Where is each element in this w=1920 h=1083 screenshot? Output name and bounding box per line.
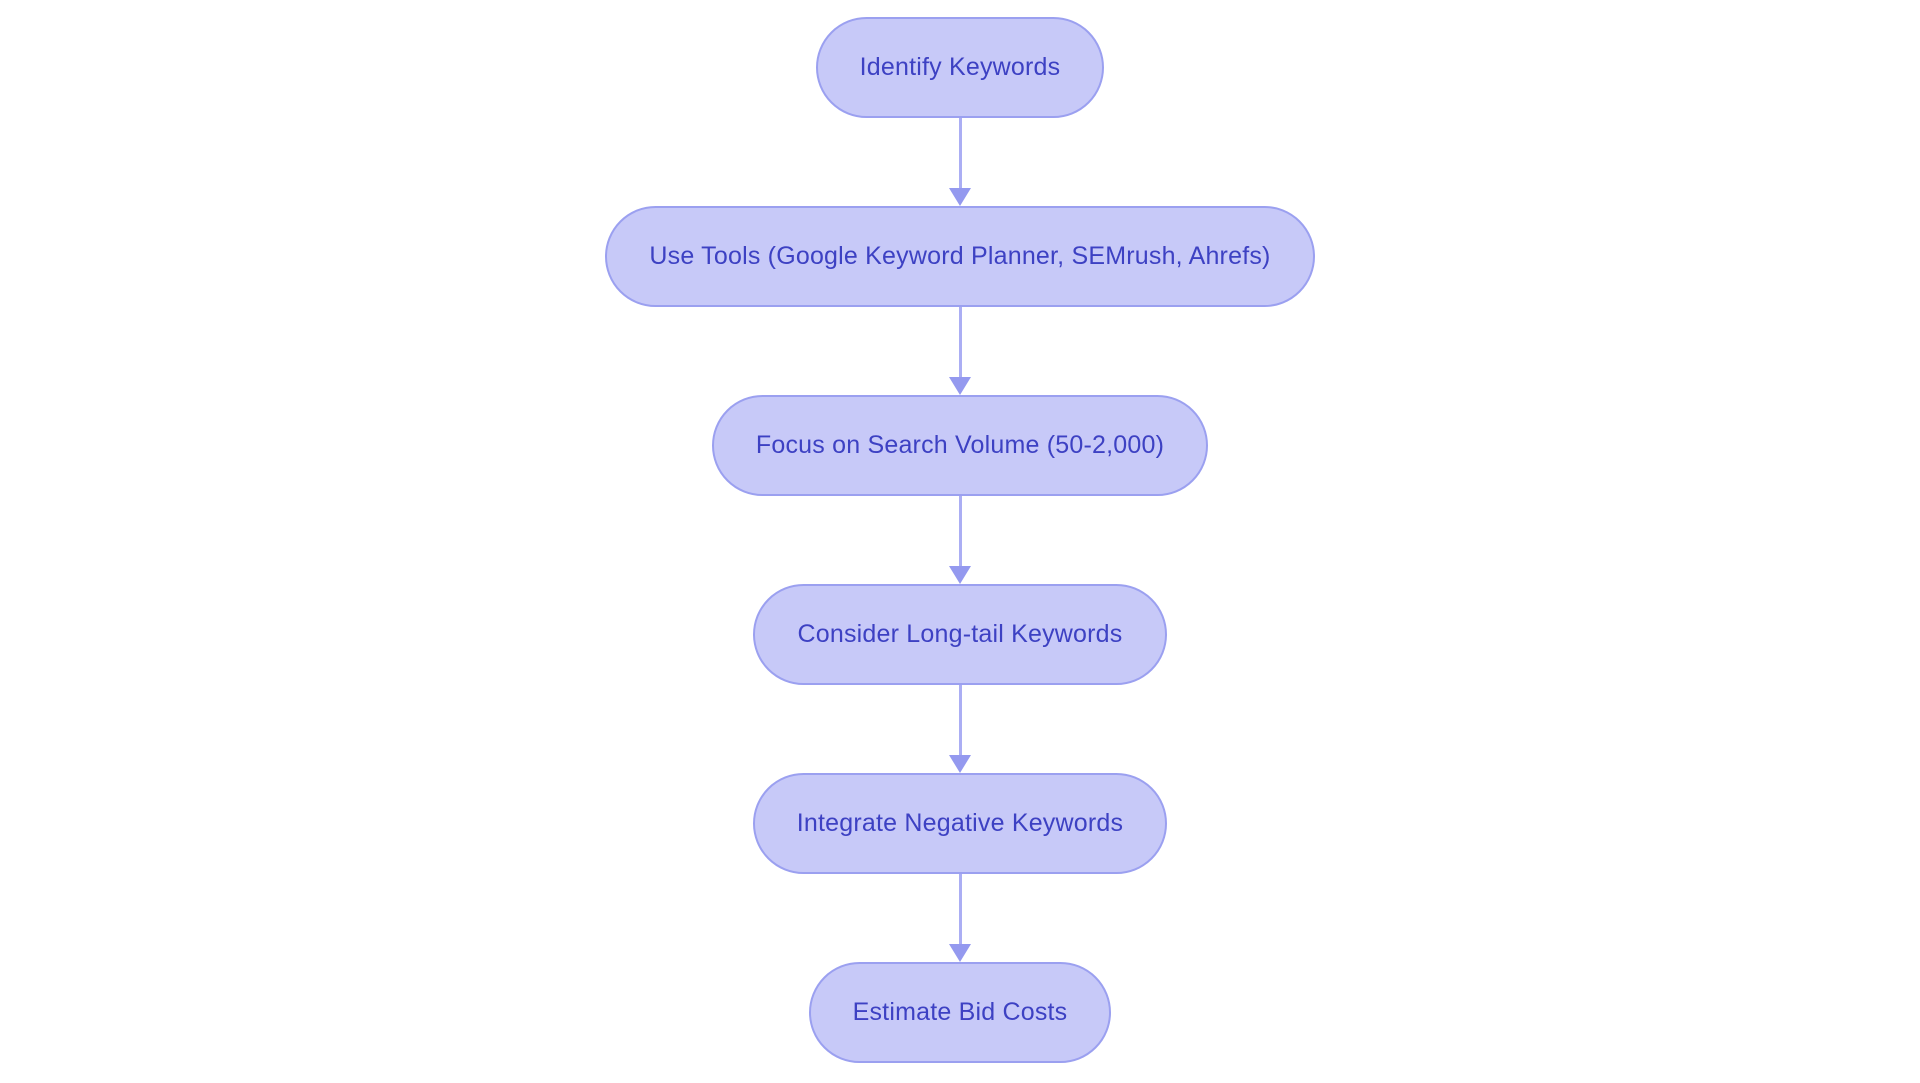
flow-node-identify-keywords: Identify Keywords [815, 17, 1105, 118]
flow-arrow [949, 685, 971, 773]
arrowhead-down-icon [949, 944, 971, 962]
arrow-line [958, 496, 962, 567]
arrow-line [958, 874, 962, 945]
flow-node-label: Consider Long-tail Keywords [797, 620, 1123, 648]
flow-node-use-tools: Use Tools (Google Keyword Planner, SEMru… [605, 206, 1315, 307]
arrow-line [958, 307, 962, 378]
flow-node-label: Identify Keywords [859, 53, 1061, 81]
arrowhead-down-icon [949, 566, 971, 584]
flow-node-label: Focus on Search Volume (50-2,000) [755, 431, 1165, 459]
arrow-line [958, 685, 962, 756]
arrow-line [958, 118, 962, 189]
flow-node-label: Integrate Negative Keywords [796, 809, 1124, 837]
flow-node-label: Estimate Bid Costs [852, 998, 1068, 1026]
flow-arrow [949, 496, 971, 584]
arrowhead-down-icon [949, 188, 971, 206]
flow-arrow [949, 118, 971, 206]
flow-node-search-volume: Focus on Search Volume (50-2,000) [711, 395, 1209, 496]
arrowhead-down-icon [949, 755, 971, 773]
flow-arrow [949, 307, 971, 395]
flow-arrow [949, 874, 971, 962]
flow-node-long-tail-keywords: Consider Long-tail Keywords [753, 584, 1167, 685]
flow-node-estimate-bid-costs: Estimate Bid Costs [808, 962, 1112, 1063]
arrowhead-down-icon [949, 377, 971, 395]
flow-node-label: Use Tools (Google Keyword Planner, SEMru… [649, 242, 1271, 270]
flow-node-negative-keywords: Integrate Negative Keywords [752, 773, 1168, 874]
